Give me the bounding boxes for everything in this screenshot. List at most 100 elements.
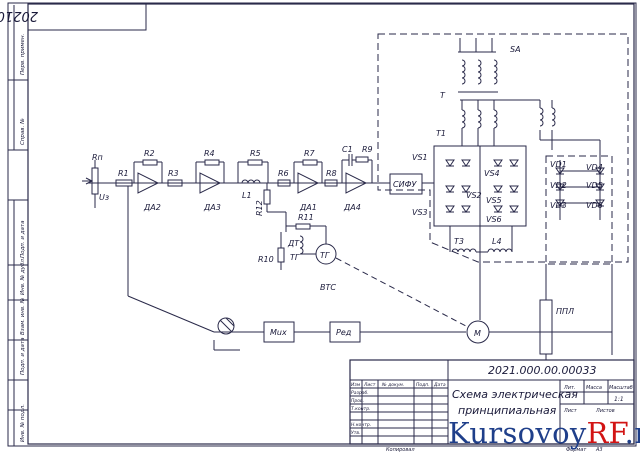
label-da2: ДА2 <box>143 203 161 212</box>
thyristor-symbols <box>445 159 519 213</box>
side-label: Инв. № подл. <box>20 404 26 442</box>
stamp-sheet-label: Лист <box>563 408 578 414</box>
label-r8: R8 <box>326 169 337 178</box>
label-vd1: VD1 <box>550 160 567 169</box>
label-tt: ТГ <box>290 253 300 262</box>
resistor-r1 <box>115 179 133 187</box>
label-bts: ВТС <box>320 283 336 292</box>
resistor-r9 <box>355 156 369 163</box>
resistor-r2 <box>142 159 158 166</box>
label-r5: R5 <box>250 149 261 158</box>
label-r1: R1 <box>118 169 129 178</box>
diode-bridge <box>555 160 605 220</box>
resistor-r8 <box>324 179 338 187</box>
watermark-part1: Kursovoy <box>448 416 587 450</box>
label-vd2: VD2 <box>550 181 567 190</box>
side-labels: Перв. примен. Справ. № Подп. и дата Инв.… <box>20 33 26 442</box>
side-label: Инв. № дубл. <box>20 257 26 295</box>
watermark-part3: .ru <box>624 416 640 450</box>
resistor-r6 <box>277 179 291 187</box>
top-code-box <box>27 3 147 31</box>
stamp-col-mass: Масса <box>586 385 602 391</box>
stamp-scale-value: 1:1 <box>614 396 624 403</box>
label-l1: L1 <box>242 191 252 200</box>
label-r3: R3 <box>168 169 179 178</box>
label-t1: T1 <box>436 129 446 138</box>
watermark: KursovoyRF.ru <box>448 416 640 450</box>
stamp-format-value: А3 <box>595 447 603 453</box>
stamp-hdr-list: Лист <box>363 382 376 388</box>
opamp-da4 <box>345 172 368 194</box>
resistor-r12 <box>263 189 271 205</box>
label-ut: Uз <box>99 193 109 202</box>
label-l4: L4 <box>492 237 502 246</box>
label-r7: R7 <box>304 149 316 158</box>
stamp-hdr-doc: № докум. <box>381 382 404 388</box>
label-mux: Мux <box>270 328 287 337</box>
label-tt2: ТГ <box>320 251 330 260</box>
resistor-r10 <box>277 247 285 263</box>
label-c1: C1 <box>342 145 353 154</box>
sifu-block <box>389 173 423 195</box>
resistor-r3 <box>167 179 183 187</box>
side-label: Подп. и дата <box>20 337 26 375</box>
vd-block-boundary <box>545 155 613 265</box>
inductor-l3 <box>451 248 477 253</box>
label-vd5: VD5 <box>586 181 603 190</box>
transformer-vd <box>539 107 556 127</box>
stamp-copied: Копировал <box>386 447 415 453</box>
stamp-role: Утв. <box>351 430 360 436</box>
stamp-hdr-izm: Изм <box>351 382 361 388</box>
component-labels: Rп Uз R1 R2 R3 R4 R5 R6 R7 R8 C1 R9 ДА2 … <box>92 45 603 338</box>
stamp-code: 2021.000.00.00033 <box>488 364 596 377</box>
label-vd3: VD3 <box>550 201 567 210</box>
side-label: Справ. № <box>20 118 26 145</box>
label-da1: ДА1 <box>299 203 317 212</box>
transformer-t-primary <box>461 59 498 85</box>
inductor-l1 <box>241 179 261 184</box>
label-sa: SA <box>510 45 521 54</box>
opamp-da3 <box>199 172 222 194</box>
resistor-r5 <box>247 159 263 166</box>
label-t3: T3 <box>454 237 464 246</box>
opamp-da2 <box>137 172 160 194</box>
label-vd4: VD4 <box>586 163 603 172</box>
label-r12: R12 <box>255 200 264 216</box>
label-vs2: VS2 <box>466 191 482 200</box>
resistor-r11 <box>295 223 311 230</box>
label-m: М <box>474 329 481 338</box>
label-r9: R9 <box>362 145 373 154</box>
label-da3: ДА3 <box>203 203 221 212</box>
label-vs6: VS6 <box>486 215 502 224</box>
stamp-col-lit: Лит. <box>563 385 576 391</box>
stamp-role: Пров. <box>351 398 364 404</box>
label-r11: R11 <box>298 213 314 222</box>
label-r2: R2 <box>144 149 155 158</box>
label-r10: R10 <box>258 255 274 264</box>
title-block <box>349 359 635 445</box>
label-r6: R6 <box>278 169 289 178</box>
inductor-l4 <box>487 248 513 253</box>
side-label: Подп. и дата <box>20 220 26 258</box>
label-r4: R4 <box>204 149 215 158</box>
label-sifu: СИФУ <box>393 180 417 189</box>
label-t: T <box>440 91 446 100</box>
side-label: Перв. примен. <box>20 33 26 75</box>
side-label: Взам. инв. № <box>20 297 26 335</box>
resistor-r7 <box>302 159 318 166</box>
stamp-role: Н.контр. <box>351 422 371 428</box>
outer-border <box>7 2 637 447</box>
stamp-col-scale: Масштаб <box>609 385 633 391</box>
opamp-da1 <box>297 172 320 194</box>
label-vs5: VS5 <box>486 196 502 205</box>
inductor-dt <box>299 235 304 255</box>
label-vs1: VS1 <box>412 153 428 162</box>
stamp-sheets-label: Листов <box>595 408 615 414</box>
label-ppl: ППЛ <box>556 307 574 316</box>
label-da4: ДА4 <box>343 203 361 212</box>
watermark-part2: RF <box>586 416 625 450</box>
resistor-r4 <box>204 159 220 166</box>
title-block-text: 2021.000.00.00033 Схема электрическая пр… <box>351 364 633 453</box>
stamp-hdr-date: Дата <box>433 382 446 388</box>
